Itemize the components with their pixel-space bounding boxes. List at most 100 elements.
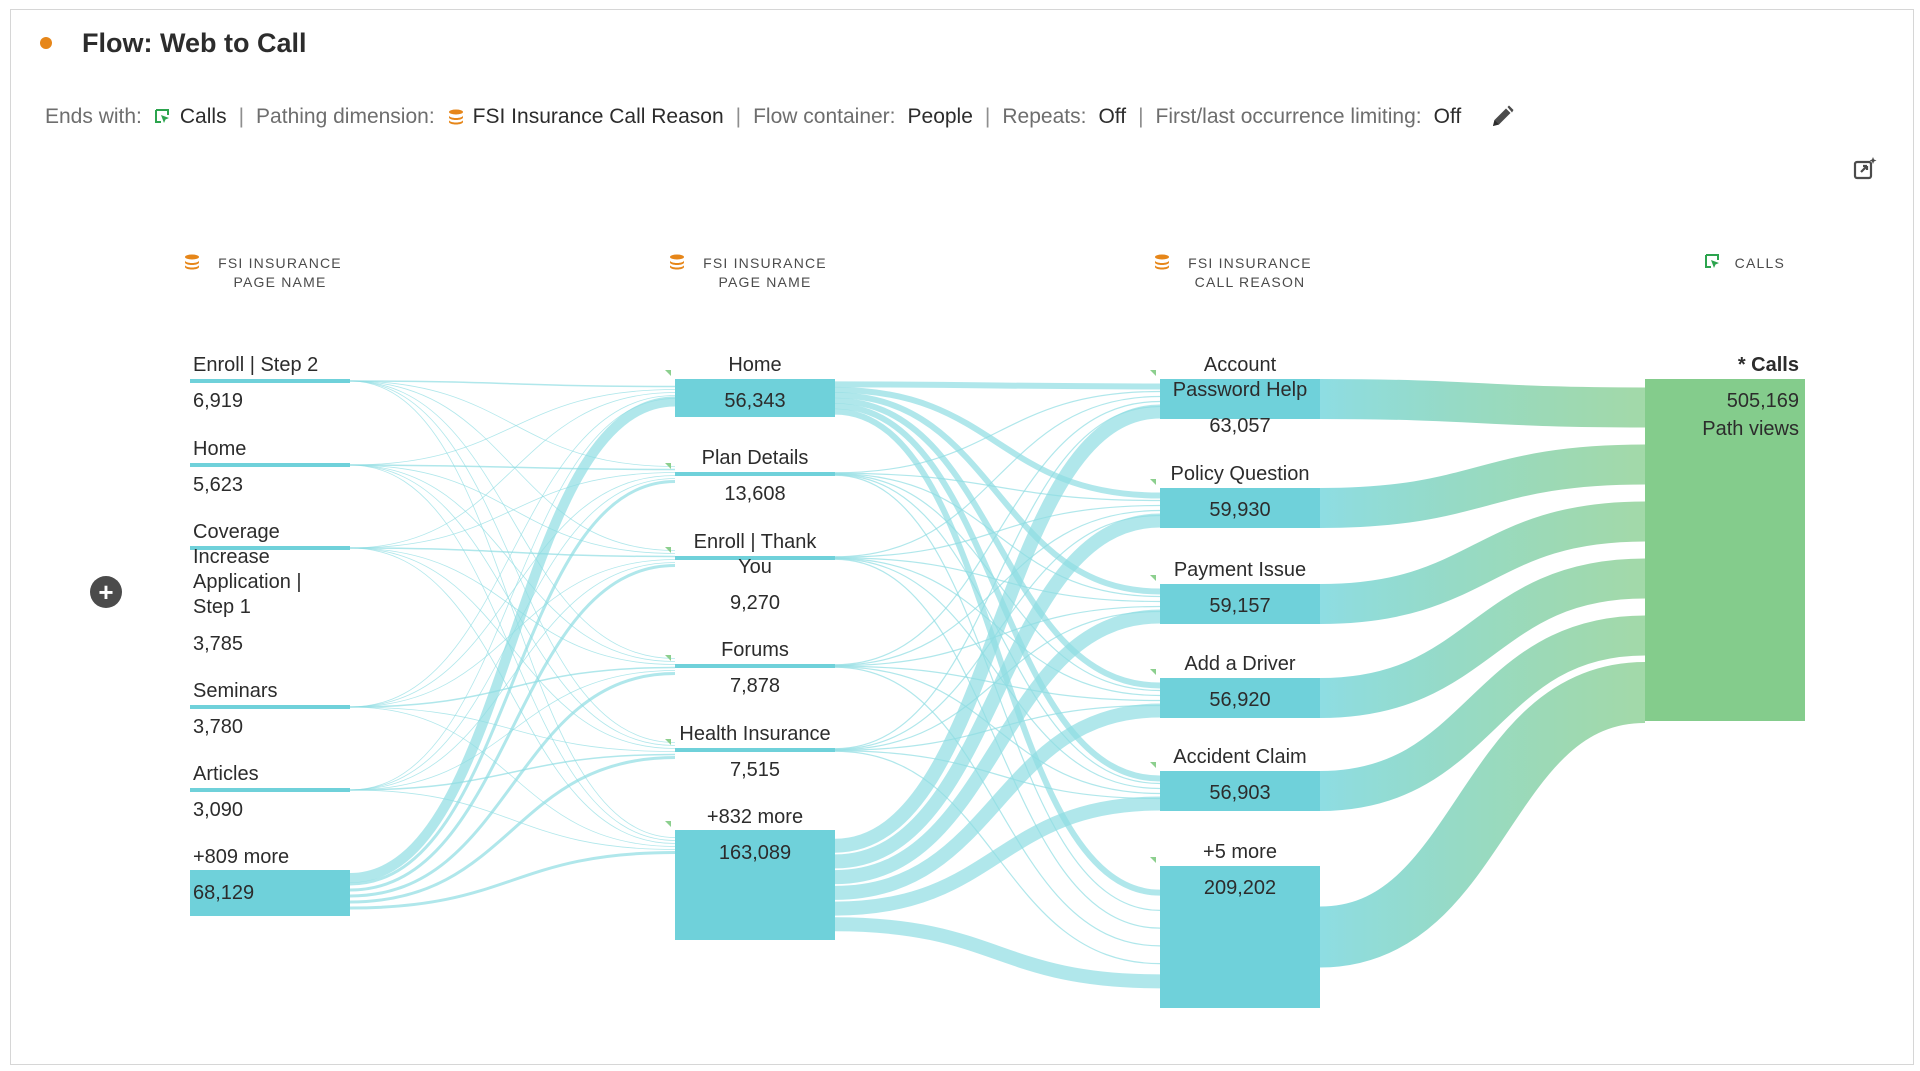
flow-link[interactable] [1319,558,1646,718]
flow-node-label: +809 more [193,846,289,868]
flow-link[interactable] [1318,662,1647,968]
flow-link[interactable] [834,609,1161,885]
flow-node-enroll-thank-you[interactable] [675,556,835,560]
flow-link[interactable] [349,756,676,904]
flow-container-value[interactable]: People [907,105,973,128]
flow-link[interactable] [349,464,676,554]
flow-node-label: Articles [193,763,259,785]
flow-nodes [190,370,1805,1008]
panel-title[interactable]: Flow: Web to Call [82,27,307,58]
flow-link[interactable] [349,475,676,708]
flow-node-policy-question[interactable] [1160,488,1320,528]
dimension-stack-icon [670,254,684,270]
flow-link[interactable] [349,398,676,791]
flow-link[interactable] [834,381,1161,390]
flow-link[interactable] [834,403,1161,782]
repeats-value[interactable]: Off [1098,105,1127,128]
flow-link[interactable] [349,547,676,665]
flow-link[interactable] [834,513,1161,869]
dimension-stack-icon [447,108,465,126]
flow-link[interactable] [1319,501,1646,624]
flow-node-coverage-increase-application-step-1[interactable] [190,546,350,550]
flow-link[interactable] [349,380,676,743]
flow-link[interactable] [834,796,1161,916]
ends-with-value[interactable]: Calls [179,105,227,128]
flow-link[interactable] [349,380,676,388]
flow-node-832-more[interactable] [675,830,835,940]
flow-link[interactable] [349,464,676,662]
flow-link[interactable] [834,390,1161,474]
flow-link[interactable] [834,472,1161,502]
flow-node-accident-claim[interactable] [1160,771,1320,811]
flow-link[interactable] [834,400,1161,666]
flow-link[interactable] [349,380,676,838]
flow-link[interactable] [349,380,676,467]
flow-node-home[interactable] [675,379,835,417]
flow-node-health-insurance[interactable] [675,748,835,752]
flow-node-forums[interactable] [675,664,835,668]
flow-link[interactable] [349,789,676,850]
export-icon[interactable] [1852,156,1878,187]
flow-link[interactable] [834,392,1161,595]
flow-link[interactable] [834,750,1161,800]
flow-node-add-a-driver[interactable] [1160,678,1320,718]
flow-link[interactable] [349,851,676,910]
flow-link[interactable] [349,464,676,746]
flow-link[interactable] [349,672,676,898]
occurrence-limiting-value[interactable]: Off [1433,105,1462,128]
plus-circle-icon[interactable]: + [90,576,122,608]
flow-link[interactable] [1319,444,1646,528]
flow-node-enroll-step-2[interactable] [190,379,350,383]
pencil-icon[interactable] [1489,104,1515,130]
flow-link[interactable] [349,706,676,847]
flow-node-seminars[interactable] [190,705,350,709]
flow-node-5-more[interactable] [1160,866,1320,1008]
flow-link[interactable] [349,753,676,791]
flow-link[interactable] [834,397,1161,689]
flow-link[interactable] [834,917,1161,989]
flow-link[interactable] [834,558,1161,790]
flow-link[interactable] [834,473,1161,692]
flow-link[interactable] [834,504,1161,558]
flow-link[interactable] [349,396,676,883]
flow-node-plan-details[interactable] [675,472,835,476]
flow-node-home[interactable] [190,463,350,467]
flow-link[interactable] [349,562,676,791]
flow-link[interactable] [349,392,676,549]
flow-link[interactable] [349,380,676,659]
repeats-label: Repeats: [1002,105,1087,128]
flow-node-account-password-help[interactable] [1160,379,1320,419]
flow-link[interactable] [349,395,676,708]
flow-link[interactable] [834,405,1161,750]
flow-link[interactable] [834,557,1161,603]
flow-link[interactable] [834,395,1161,558]
flow-node-value: 163,089 [719,842,791,864]
column-header-text: PAGE NAME [718,274,811,290]
flow-link[interactable] [834,509,1161,666]
flow-link[interactable] [349,547,676,558]
flow-link[interactable] [1319,379,1646,428]
flow-link[interactable] [349,666,676,708]
flow-node-payment-issue[interactable] [1160,584,1320,624]
flow-link[interactable] [349,564,676,892]
flow-node-articles[interactable] [190,788,350,792]
flow-link[interactable] [349,380,676,551]
flow-node-calls[interactable] [1645,379,1805,721]
flow-link[interactable] [834,704,1161,751]
flow-link[interactable] [349,464,676,471]
flow-node-value: 56,343 [724,390,785,412]
flow-link[interactable] [834,386,1161,499]
flow-link[interactable] [834,666,1161,795]
pathing-dimension-value[interactable]: FSI Insurance Call Reason [472,105,724,128]
flow-link[interactable] [349,389,676,466]
flow-link[interactable] [834,404,1161,853]
flow-link[interactable] [349,480,676,886]
flow-node-809-more[interactable] [190,870,350,916]
flow-link[interactable] [834,703,1161,900]
flow-link[interactable] [1319,615,1646,811]
flow-link[interactable] [349,547,676,844]
flow-link[interactable] [834,473,1161,598]
flow-link[interactable] [834,408,1161,896]
flow-link[interactable] [349,472,676,549]
